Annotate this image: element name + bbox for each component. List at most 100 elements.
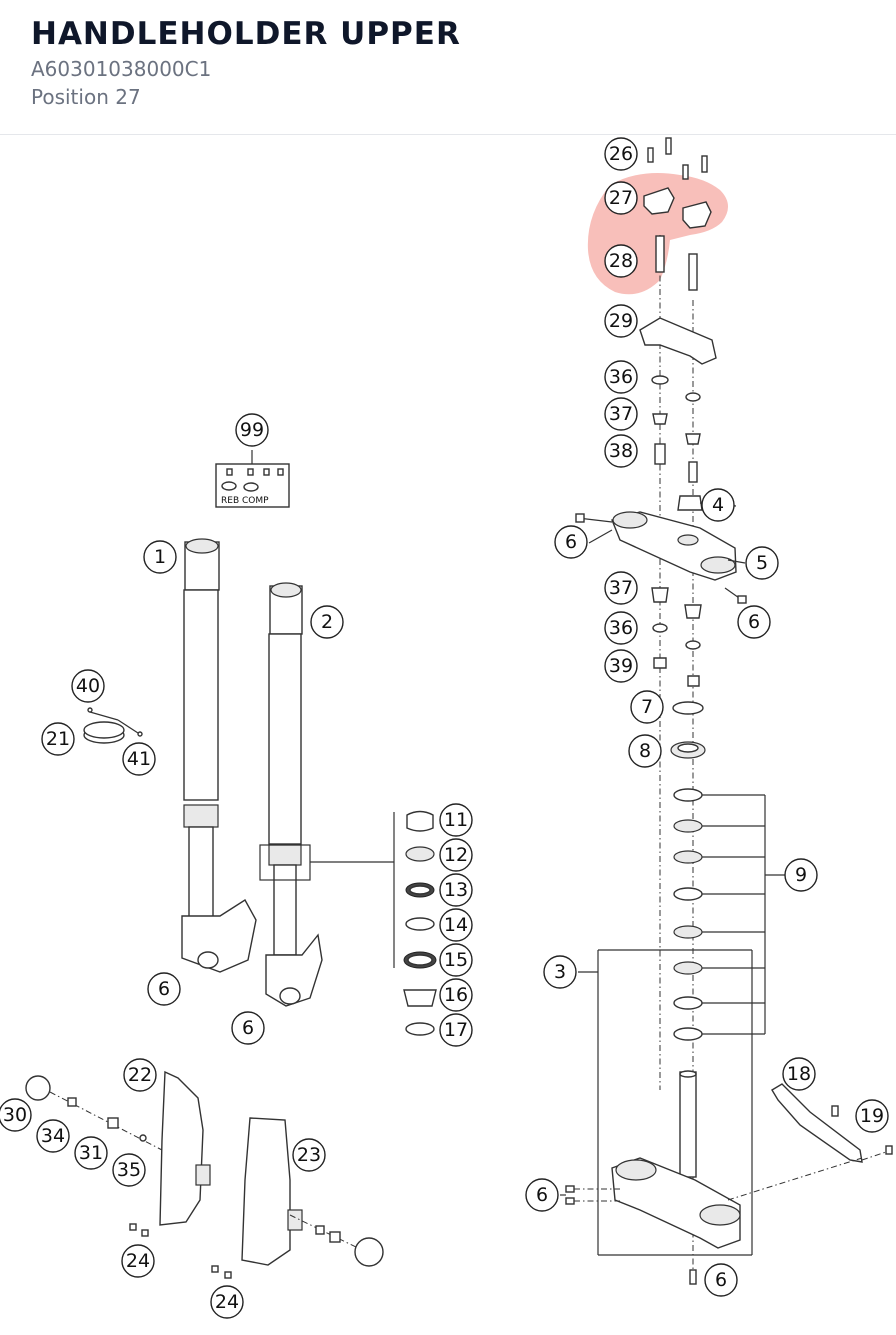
svg-text:37: 37 [609,577,633,599]
svg-text:18: 18 [787,1063,811,1085]
callout-17[interactable]: 17 [439,1013,473,1047]
svg-text:37: 37 [609,403,633,425]
spacer-38b [688,461,698,483]
washer-36b [685,392,701,402]
svg-text:7: 7 [641,696,653,718]
bolts-6-lower [565,1185,697,1285]
position-label: Position 27 [31,85,141,109]
callout-36[interactable]: 36 [604,360,638,394]
bracket-3 [578,949,753,1256]
svg-text:6: 6 [565,531,577,553]
svg-text:17: 17 [444,1019,468,1041]
callout-6[interactable]: 6 [525,1178,559,1212]
callout-41[interactable]: 41 [122,742,156,776]
callout-30[interactable]: 30 [0,1098,32,1132]
callout-22[interactable]: 22 [123,1058,157,1092]
svg-text:39: 39 [609,655,633,677]
clamp-ring-21 [83,707,143,744]
callout-40[interactable]: 40 [71,669,105,703]
svg-text:36: 36 [609,617,633,639]
page-title: HANDLEHOLDER UPPER [31,16,461,52]
screws-24 [129,1223,232,1279]
callout-7[interactable]: 7 [630,690,664,724]
rubber-37 [652,413,668,425]
svg-text:36: 36 [609,366,633,388]
leader-9 [702,794,785,1035]
top-nut-4 [677,495,703,511]
callout-6[interactable]: 6 [554,525,588,559]
svg-text:40: 40 [76,675,100,697]
svg-text:38: 38 [609,440,633,462]
svg-text:14: 14 [444,914,468,936]
callout-6[interactable]: 6 [147,972,181,1006]
callout-24[interactable]: 24 [121,1244,155,1278]
svg-text:9: 9 [795,864,807,886]
callout-4[interactable]: 4 [701,488,735,522]
callout-14[interactable]: 14 [439,908,473,942]
callout-3[interactable]: 3 [543,955,577,989]
callout-6[interactable]: 6 [231,1011,265,1045]
svg-text:16: 16 [444,984,468,1006]
spacer-38 [654,443,666,465]
dust-seal-7 [672,701,704,715]
callout-19[interactable]: 19 [855,1099,889,1133]
callout-38[interactable]: 38 [604,434,638,468]
callout-37[interactable]: 37 [604,571,638,605]
bolt-6a [575,513,585,523]
callout-8[interactable]: 8 [628,734,662,768]
callout-2[interactable]: 2 [310,605,344,639]
fork-guard-23 [241,1117,303,1266]
callout-35[interactable]: 35 [112,1153,146,1187]
callout-31[interactable]: 31 [74,1136,108,1170]
svg-text:11: 11 [444,809,468,831]
kit-label: REB COMP [221,496,269,506]
callout-36[interactable]: 36 [604,611,638,645]
callout-34[interactable]: 34 [36,1119,70,1153]
callout-39[interactable]: 39 [604,649,638,683]
triple-clamp-upper [611,511,737,581]
callout-37[interactable]: 37 [604,397,638,431]
svg-text:13: 13 [444,879,468,901]
svg-text:41: 41 [127,748,151,770]
adjuster-knob-30 [25,1075,163,1151]
svg-text:8: 8 [639,740,651,762]
part-number: A60301038000C1 [31,57,212,81]
callout-99[interactable]: 99 [235,413,269,447]
steering-damper-bracket-18 [727,1083,893,1201]
svg-text:21: 21 [46,728,70,750]
callout-21[interactable]: 21 [41,722,75,756]
callout-29[interactable]: 29 [604,304,638,338]
callout-16[interactable]: 16 [439,978,473,1012]
callout-13[interactable]: 13 [439,873,473,907]
callout-5[interactable]: 5 [745,546,779,580]
callout-26[interactable]: 26 [604,137,638,171]
fork-guard-22 [159,1070,211,1226]
callout-6[interactable]: 6 [737,605,771,639]
svg-text:12: 12 [444,844,468,866]
bolts-26 [647,137,708,180]
callout-15[interactable]: 15 [439,943,473,977]
adjuster-knob-right [289,1214,384,1267]
callout-23[interactable]: 23 [292,1138,326,1172]
callout-6[interactable]: 6 [704,1263,738,1297]
callout-18[interactable]: 18 [782,1057,816,1091]
callout-1[interactable]: 1 [143,540,177,574]
svg-text:6: 6 [158,978,170,1000]
callout-12[interactable]: 12 [439,838,473,872]
svg-text:26: 26 [609,143,633,165]
svg-text:22: 22 [128,1064,152,1086]
svg-text:27: 27 [609,187,633,209]
seal-kit [403,810,437,1036]
svg-text:3: 3 [554,961,566,983]
callout-24[interactable]: 24 [210,1285,244,1319]
rubber-37b [685,433,701,445]
ring-stack-9 [673,788,703,1041]
callout-11[interactable]: 11 [439,803,473,837]
svg-text:35: 35 [117,1159,141,1181]
svg-text:24: 24 [215,1291,239,1313]
callout-27[interactable]: 27 [604,181,638,215]
callout-9[interactable]: 9 [784,858,818,892]
svg-text:34: 34 [41,1125,65,1147]
svg-text:5: 5 [756,552,768,574]
callout-28[interactable]: 28 [604,244,638,278]
